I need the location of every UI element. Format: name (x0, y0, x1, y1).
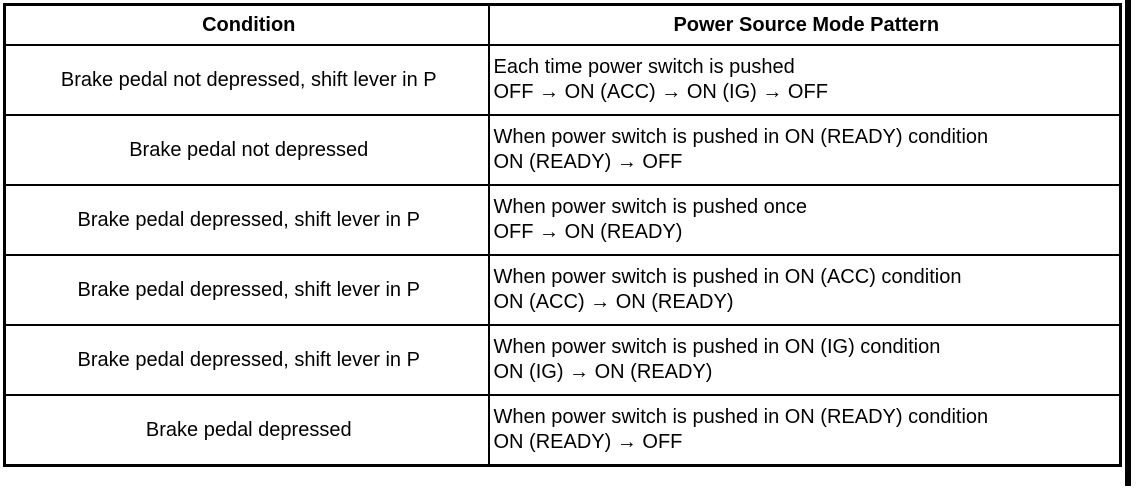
column-header-condition: Condition (3, 3, 490, 46)
pattern-description: When power switch is pushed in ON (IG) c… (493, 336, 941, 358)
condition-cell: Brake pedal depressed (3, 394, 490, 467)
power-source-mode-table: Condition Power Source Mode Pattern Brak… (3, 3, 1122, 467)
pattern-description: When power switch is pushed in ON (READY… (493, 406, 989, 428)
table-row: Brake pedal depressed When power switch … (3, 394, 1122, 467)
condition-cell: Brake pedal depressed, shift lever in P (3, 324, 490, 396)
pattern-sequence: ON (IG) → ON (READY) (493, 361, 713, 383)
pattern-sequence: ON (READY) → OFF (493, 431, 683, 453)
pattern-cell: When power switch is pushed once OFF → O… (487, 184, 1122, 256)
table-row: Brake pedal depressed, shift lever in P … (3, 254, 1122, 326)
column-header-pattern: Power Source Mode Pattern (487, 3, 1122, 46)
table-row: Brake pedal depressed, shift lever in P … (3, 184, 1122, 256)
pattern-cell: When power switch is pushed in ON (READY… (487, 114, 1122, 186)
right-border-bar (1125, 0, 1131, 486)
pattern-cell: When power switch is pushed in ON (IG) c… (487, 324, 1122, 396)
pattern-sequence: ON (READY) → OFF (493, 151, 683, 173)
table-row: Brake pedal not depressed, shift lever i… (3, 44, 1122, 116)
pattern-cell: Each time power switch is pushed OFF → O… (487, 44, 1122, 116)
condition-cell: Brake pedal depressed, shift lever in P (3, 254, 490, 326)
pattern-description: When power switch is pushed once (493, 196, 808, 218)
pattern-description: When power switch is pushed in ON (ACC) … (493, 266, 962, 288)
header-row: Condition Power Source Mode Pattern (3, 3, 1122, 46)
condition-cell: Brake pedal not depressed, shift lever i… (3, 44, 490, 116)
condition-cell: Brake pedal not depressed (3, 114, 490, 186)
condition-cell: Brake pedal depressed, shift lever in P (3, 184, 490, 256)
table-row: Brake pedal not depressed When power swi… (3, 114, 1122, 186)
pattern-description: Each time power switch is pushed (493, 56, 795, 78)
pattern-description: When power switch is pushed in ON (READY… (493, 126, 989, 148)
table-row: Brake pedal depressed, shift lever in P … (3, 324, 1122, 396)
pattern-sequence: OFF → ON (ACC) → ON (IG) → OFF (493, 81, 828, 103)
pattern-cell: When power switch is pushed in ON (READY… (487, 394, 1122, 467)
pattern-sequence: ON (ACC) → ON (READY) (493, 291, 734, 313)
pattern-cell: When power switch is pushed in ON (ACC) … (487, 254, 1122, 326)
pattern-sequence: OFF → ON (READY) (493, 221, 683, 243)
